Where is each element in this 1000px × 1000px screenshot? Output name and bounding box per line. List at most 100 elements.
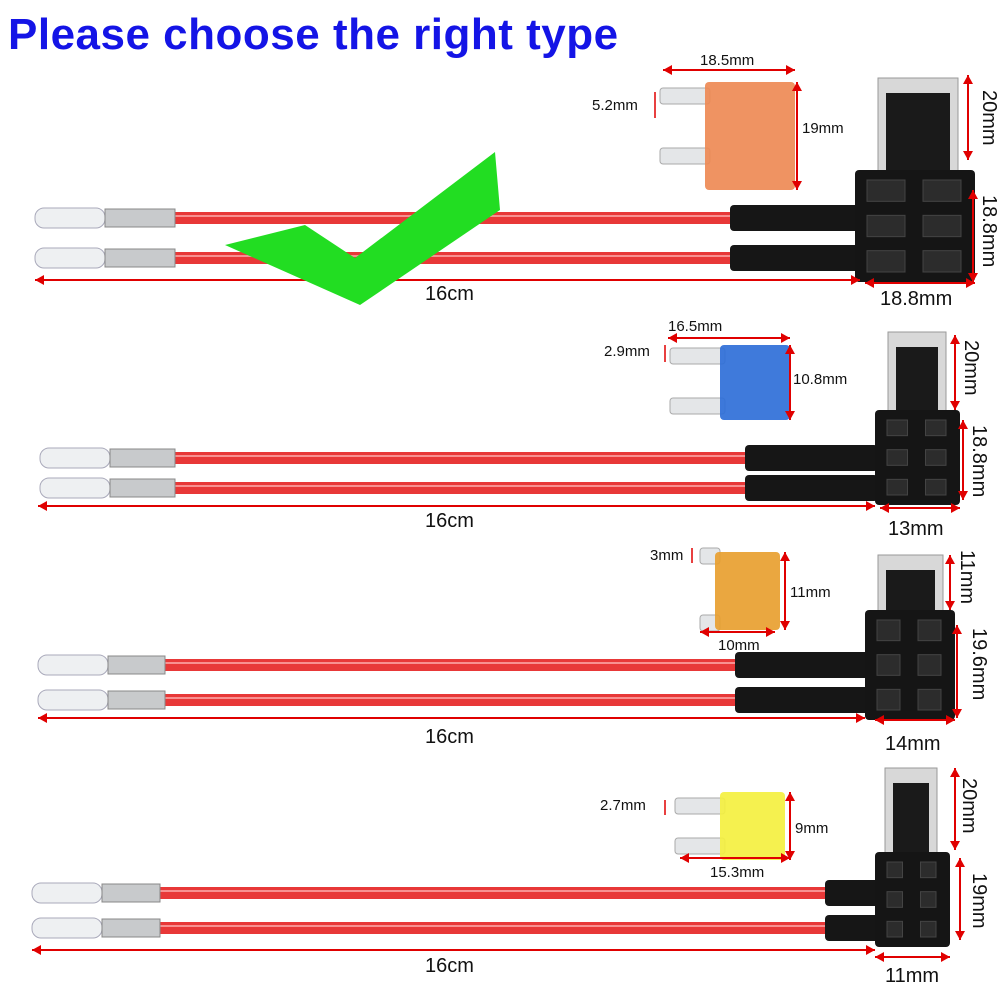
holder-slot: [866, 214, 906, 238]
holder-top-arrow-head: [950, 401, 960, 410]
fuse-height-label: 10.8mm: [793, 371, 848, 388]
fuse-height-arrow-head: [792, 181, 802, 190]
holder-width-arrow-head: [875, 952, 884, 962]
heat-shrink: [730, 245, 860, 271]
holder-width-arrow-head: [946, 715, 955, 725]
fuse-height-arrow-head: [785, 851, 795, 860]
holder-slot: [886, 861, 903, 879]
holder-width-label: 11mm: [885, 965, 940, 987]
holder-slot: [920, 920, 937, 938]
fuse-blade: [674, 797, 726, 815]
holder-side-arrow-head: [955, 931, 965, 940]
fuse-height-label: 9mm: [795, 820, 829, 837]
holder-slot: [886, 478, 908, 496]
holder-slot: [920, 861, 937, 879]
fuse-body: [720, 345, 790, 420]
fuse-width-arrow-head: [781, 333, 790, 343]
fuse-width-arrow-head: [680, 853, 689, 863]
holder-slot: [876, 619, 901, 642]
heat-shrink: [730, 205, 860, 231]
holder-top-arrow-head: [945, 601, 955, 610]
holder-width-arrow-head: [966, 278, 975, 288]
holder-slot: [886, 449, 908, 466]
holder-side-label: 19mm: [968, 873, 990, 929]
fuse-body: [720, 792, 785, 860]
fuse-blade: [669, 347, 726, 365]
length-arrow-head: [38, 713, 47, 723]
heat-shrink: [745, 445, 878, 471]
holder-slot: [922, 250, 962, 273]
holder-slot: [925, 449, 947, 466]
fuse-height-arrow-head: [785, 792, 795, 801]
terminal-sleeve: [31, 917, 103, 939]
length-label: 16cm: [425, 510, 474, 532]
red-wire: [160, 922, 830, 934]
holder-side-arrow-head: [952, 709, 962, 718]
holder-slot: [886, 920, 903, 938]
holder-side-arrow-head: [968, 190, 978, 199]
metal-terminal: [107, 655, 166, 675]
holder-top: [893, 783, 929, 863]
holder-top-label: 20mm: [958, 778, 980, 834]
holder-width-arrow-head: [880, 503, 889, 513]
fuse-height-label: 19mm: [802, 120, 844, 137]
holder-top: [886, 93, 950, 178]
metal-terminal: [104, 248, 176, 268]
terminal-sleeve: [34, 247, 106, 269]
metal-terminal: [101, 918, 161, 938]
metal-terminal: [109, 478, 176, 498]
length-label: 16cm: [425, 283, 474, 305]
blade-width-label: 5.2mm: [592, 97, 638, 114]
holder-width-label: 13mm: [888, 518, 944, 540]
red-wire: [175, 482, 750, 494]
terminal-sleeve: [37, 654, 109, 676]
fuse-body: [715, 552, 780, 630]
holder-side-arrow-head: [952, 625, 962, 634]
fuse-blade: [659, 87, 711, 105]
holder-slot: [917, 688, 942, 711]
fuse-height-arrow-head: [785, 411, 795, 420]
holder-width-label: 14mm: [885, 733, 941, 755]
wire-highlight: [175, 485, 750, 487]
wire-highlight: [160, 925, 830, 927]
holder-side-arrow-head: [958, 491, 968, 500]
holder-width-label: 18.8mm: [880, 288, 953, 310]
length-arrow-head: [35, 275, 44, 285]
metal-terminal: [107, 690, 166, 710]
holder-side-arrow-head: [955, 858, 965, 867]
holder-slot: [925, 419, 947, 437]
heat-shrink: [745, 475, 878, 501]
length-arrow-head: [866, 501, 875, 511]
wire-highlight: [175, 455, 750, 457]
blade-width-label: 2.9mm: [604, 343, 650, 360]
fuse-width-arrow-head: [766, 627, 775, 637]
fuse-height-arrow-head: [780, 621, 790, 630]
heat-shrink: [825, 915, 880, 941]
holder-slot: [886, 419, 908, 437]
wire-highlight: [160, 890, 830, 892]
holder-top-label: 11mm: [956, 550, 978, 605]
holder-top: [896, 347, 938, 417]
holder-slot: [920, 891, 937, 908]
holder-slot: [866, 250, 906, 273]
holder-slot: [917, 654, 942, 676]
red-wire: [160, 887, 830, 899]
holder-top-label: 20mm: [978, 90, 1000, 146]
holder-side-label: 18.8mm: [968, 425, 990, 498]
holder-side-arrow-head: [968, 273, 978, 282]
holder-slot: [876, 688, 901, 711]
page-title: Please choose the right type: [8, 10, 619, 59]
holder-width-arrow-head: [951, 503, 960, 513]
terminal-sleeve: [34, 207, 106, 229]
fuse-width-label: 10mm: [718, 637, 760, 654]
holder-slot: [866, 179, 906, 202]
holder-top-arrow-head: [945, 555, 955, 564]
terminal-sleeve: [31, 882, 103, 904]
fuse-height-arrow-head: [792, 82, 802, 91]
length-arrow-head: [851, 275, 860, 285]
holder-slot: [922, 179, 962, 202]
length-arrow-head: [856, 713, 865, 723]
fuse-blade: [674, 837, 726, 855]
fuse-width-label: 16.5mm: [668, 318, 723, 335]
